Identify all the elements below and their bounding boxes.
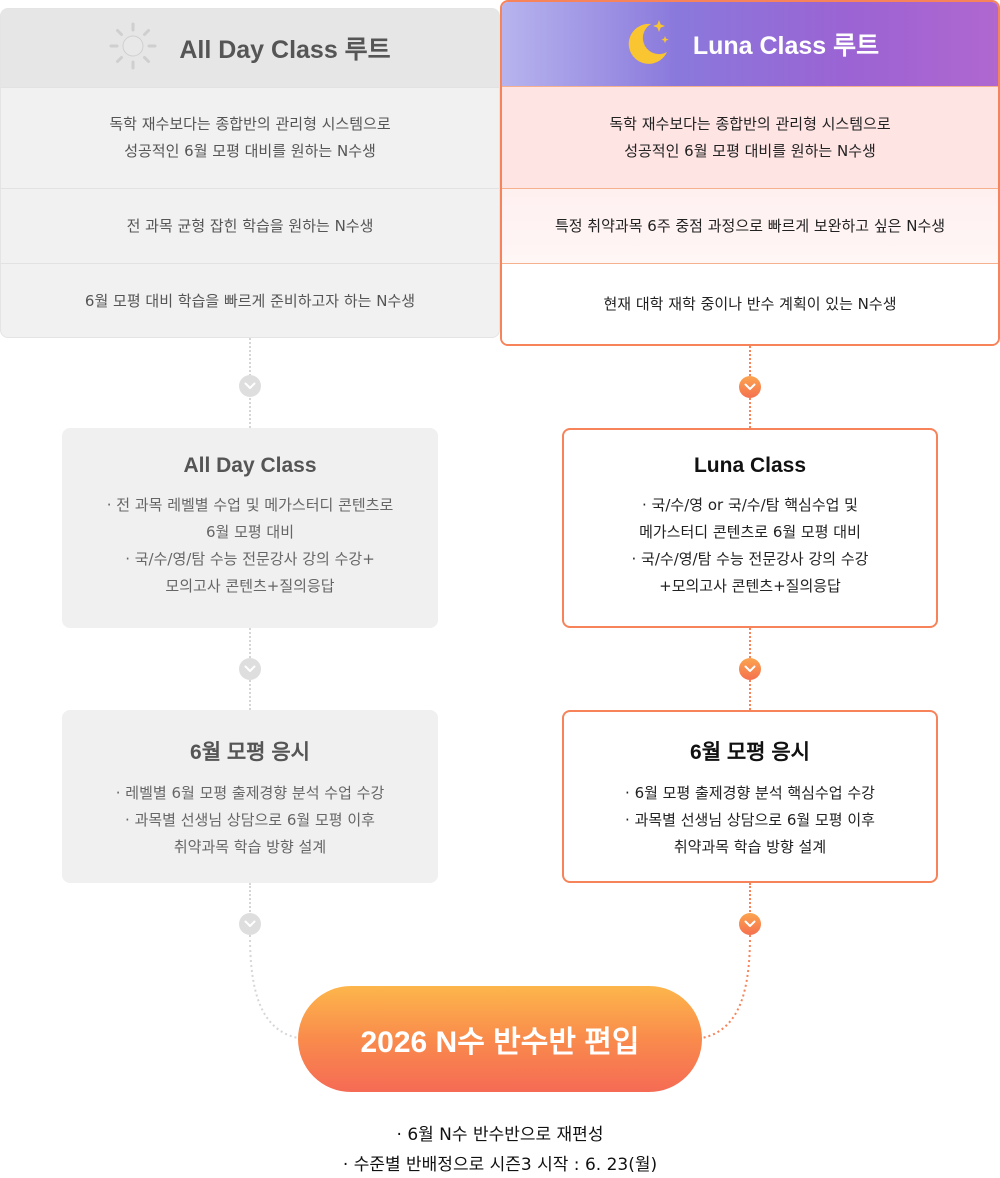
step-title: All Day Class: [183, 454, 317, 477]
all-day-target-row: 독학 재수보다는 종합반의 관리형 시스템으로 성공적인 6월 모평 대비를 원…: [1, 87, 499, 188]
step-title: Luna Class: [693, 454, 807, 477]
row-text: 특정 취약과목 6주 중점 과정으로 빠르게 보완하고 싶은 N수생: [554, 216, 946, 235]
all-day-class-route-panel: All Day Class 루트 독학 재수보다는 종합반의 관리형 시스템으로…: [0, 8, 500, 338]
luna-class-route-header: Luna Class 루트: [502, 2, 998, 86]
all-day-class-route-title: All Day Class 루트: [179, 36, 391, 64]
june-mock-exam-step-right: 6월 모평 응시 · 6월 모평 출제경향 분석 핵심수업 수강 · 과목별 선…: [562, 710, 938, 883]
step-description: · 레벨별 6월 모평 출제경향 분석 수업 수강 · 과목별 선생님 상담으로…: [115, 784, 385, 856]
step-description: · 6월 모평 출제경향 분석 핵심수업 수강 · 과목별 선생님 상담으로 6…: [625, 784, 875, 856]
chevron-down-icon: [239, 658, 261, 680]
row-text: 현재 대학 재학 중이나 반수 계획이 있는 N수생: [603, 295, 897, 313]
luna-class-step: Luna Class · 국/수/영 or 국/수/탐 핵심수업 및 메가스터디…: [562, 428, 938, 628]
final-enrollment-badge: 2026 N수 반수반 편입: [298, 986, 702, 1092]
luna-target-row: 특정 취약과목 6주 중점 과정으로 빠르게 보완하고 싶은 N수생: [502, 188, 998, 263]
step-description: · 전 과목 레벨별 수업 및 메가스터디 콘텐츠로 6월 모평 대비 · 국/…: [106, 496, 394, 595]
connector-line: [749, 883, 751, 923]
final-note: · 6월 N수 반수반으로 재편성: [396, 1125, 604, 1145]
luna-class-route-panel: Luna Class 루트 독학 재수보다는 종합반의 관리형 시스템으로 성공…: [500, 0, 1000, 346]
sun-icon: [109, 22, 157, 74]
chevron-down-icon: [239, 913, 261, 935]
step-title: 6월 모평 응시: [690, 741, 810, 764]
all-day-class-route-header: All Day Class 루트: [1, 9, 499, 87]
connector-line: [249, 883, 251, 923]
step-title: 6월 모평 응시: [190, 741, 310, 764]
june-mock-exam-step-left: 6월 모평 응시 · 레벨별 6월 모평 출제경향 분석 수업 수강 · 과목별…: [62, 710, 438, 883]
moon-icon: [621, 16, 673, 72]
row-text: 6월 모평 대비 학습을 빠르게 준비하고자 하는 N수생: [84, 291, 416, 310]
chevron-down-icon: [239, 375, 261, 397]
row-text: 독학 재수보다는 종합반의 관리형 시스템으로 성공적인 6월 모평 대비를 원…: [609, 114, 891, 160]
all-day-target-row: 전 과목 균형 잡힌 학습을 원하는 N수생: [1, 188, 499, 263]
all-day-class-step: All Day Class · 전 과목 레벨별 수업 및 메가스터디 콘텐츠로…: [62, 428, 438, 628]
chevron-down-icon: [739, 913, 761, 935]
final-note: · 수준별 반배정으로 시즌3 시작 : 6. 23(월): [342, 1155, 658, 1175]
luna-class-route-title: Luna Class 루트: [692, 32, 880, 60]
luna-target-row: 독학 재수보다는 종합반의 관리형 시스템으로 성공적인 6월 모평 대비를 원…: [502, 86, 998, 188]
final-notes: · 6월 N수 반수반으로 재편성 · 수준별 반배정으로 시즌3 시작 : 6…: [0, 1120, 1000, 1178]
chevron-down-icon: [739, 658, 761, 680]
row-text: 독학 재수보다는 종합반의 관리형 시스템으로 성공적인 6월 모평 대비를 원…: [109, 115, 391, 160]
chevron-down-icon: [739, 376, 761, 398]
step-description: · 국/수/영 or 국/수/탐 핵심수업 및 메가스터디 콘텐츠로 6월 모평…: [631, 496, 869, 595]
luna-target-row: 현재 대학 재학 중이나 반수 계획이 있는 N수생: [502, 263, 998, 344]
final-enrollment-label: 2026 N수 반수반 편입: [360, 1026, 640, 1059]
all-day-target-row: 6월 모평 대비 학습을 빠르게 준비하고자 하는 N수생: [1, 263, 499, 337]
row-text: 전 과목 균형 잡힌 학습을 원하는 N수생: [126, 216, 374, 235]
